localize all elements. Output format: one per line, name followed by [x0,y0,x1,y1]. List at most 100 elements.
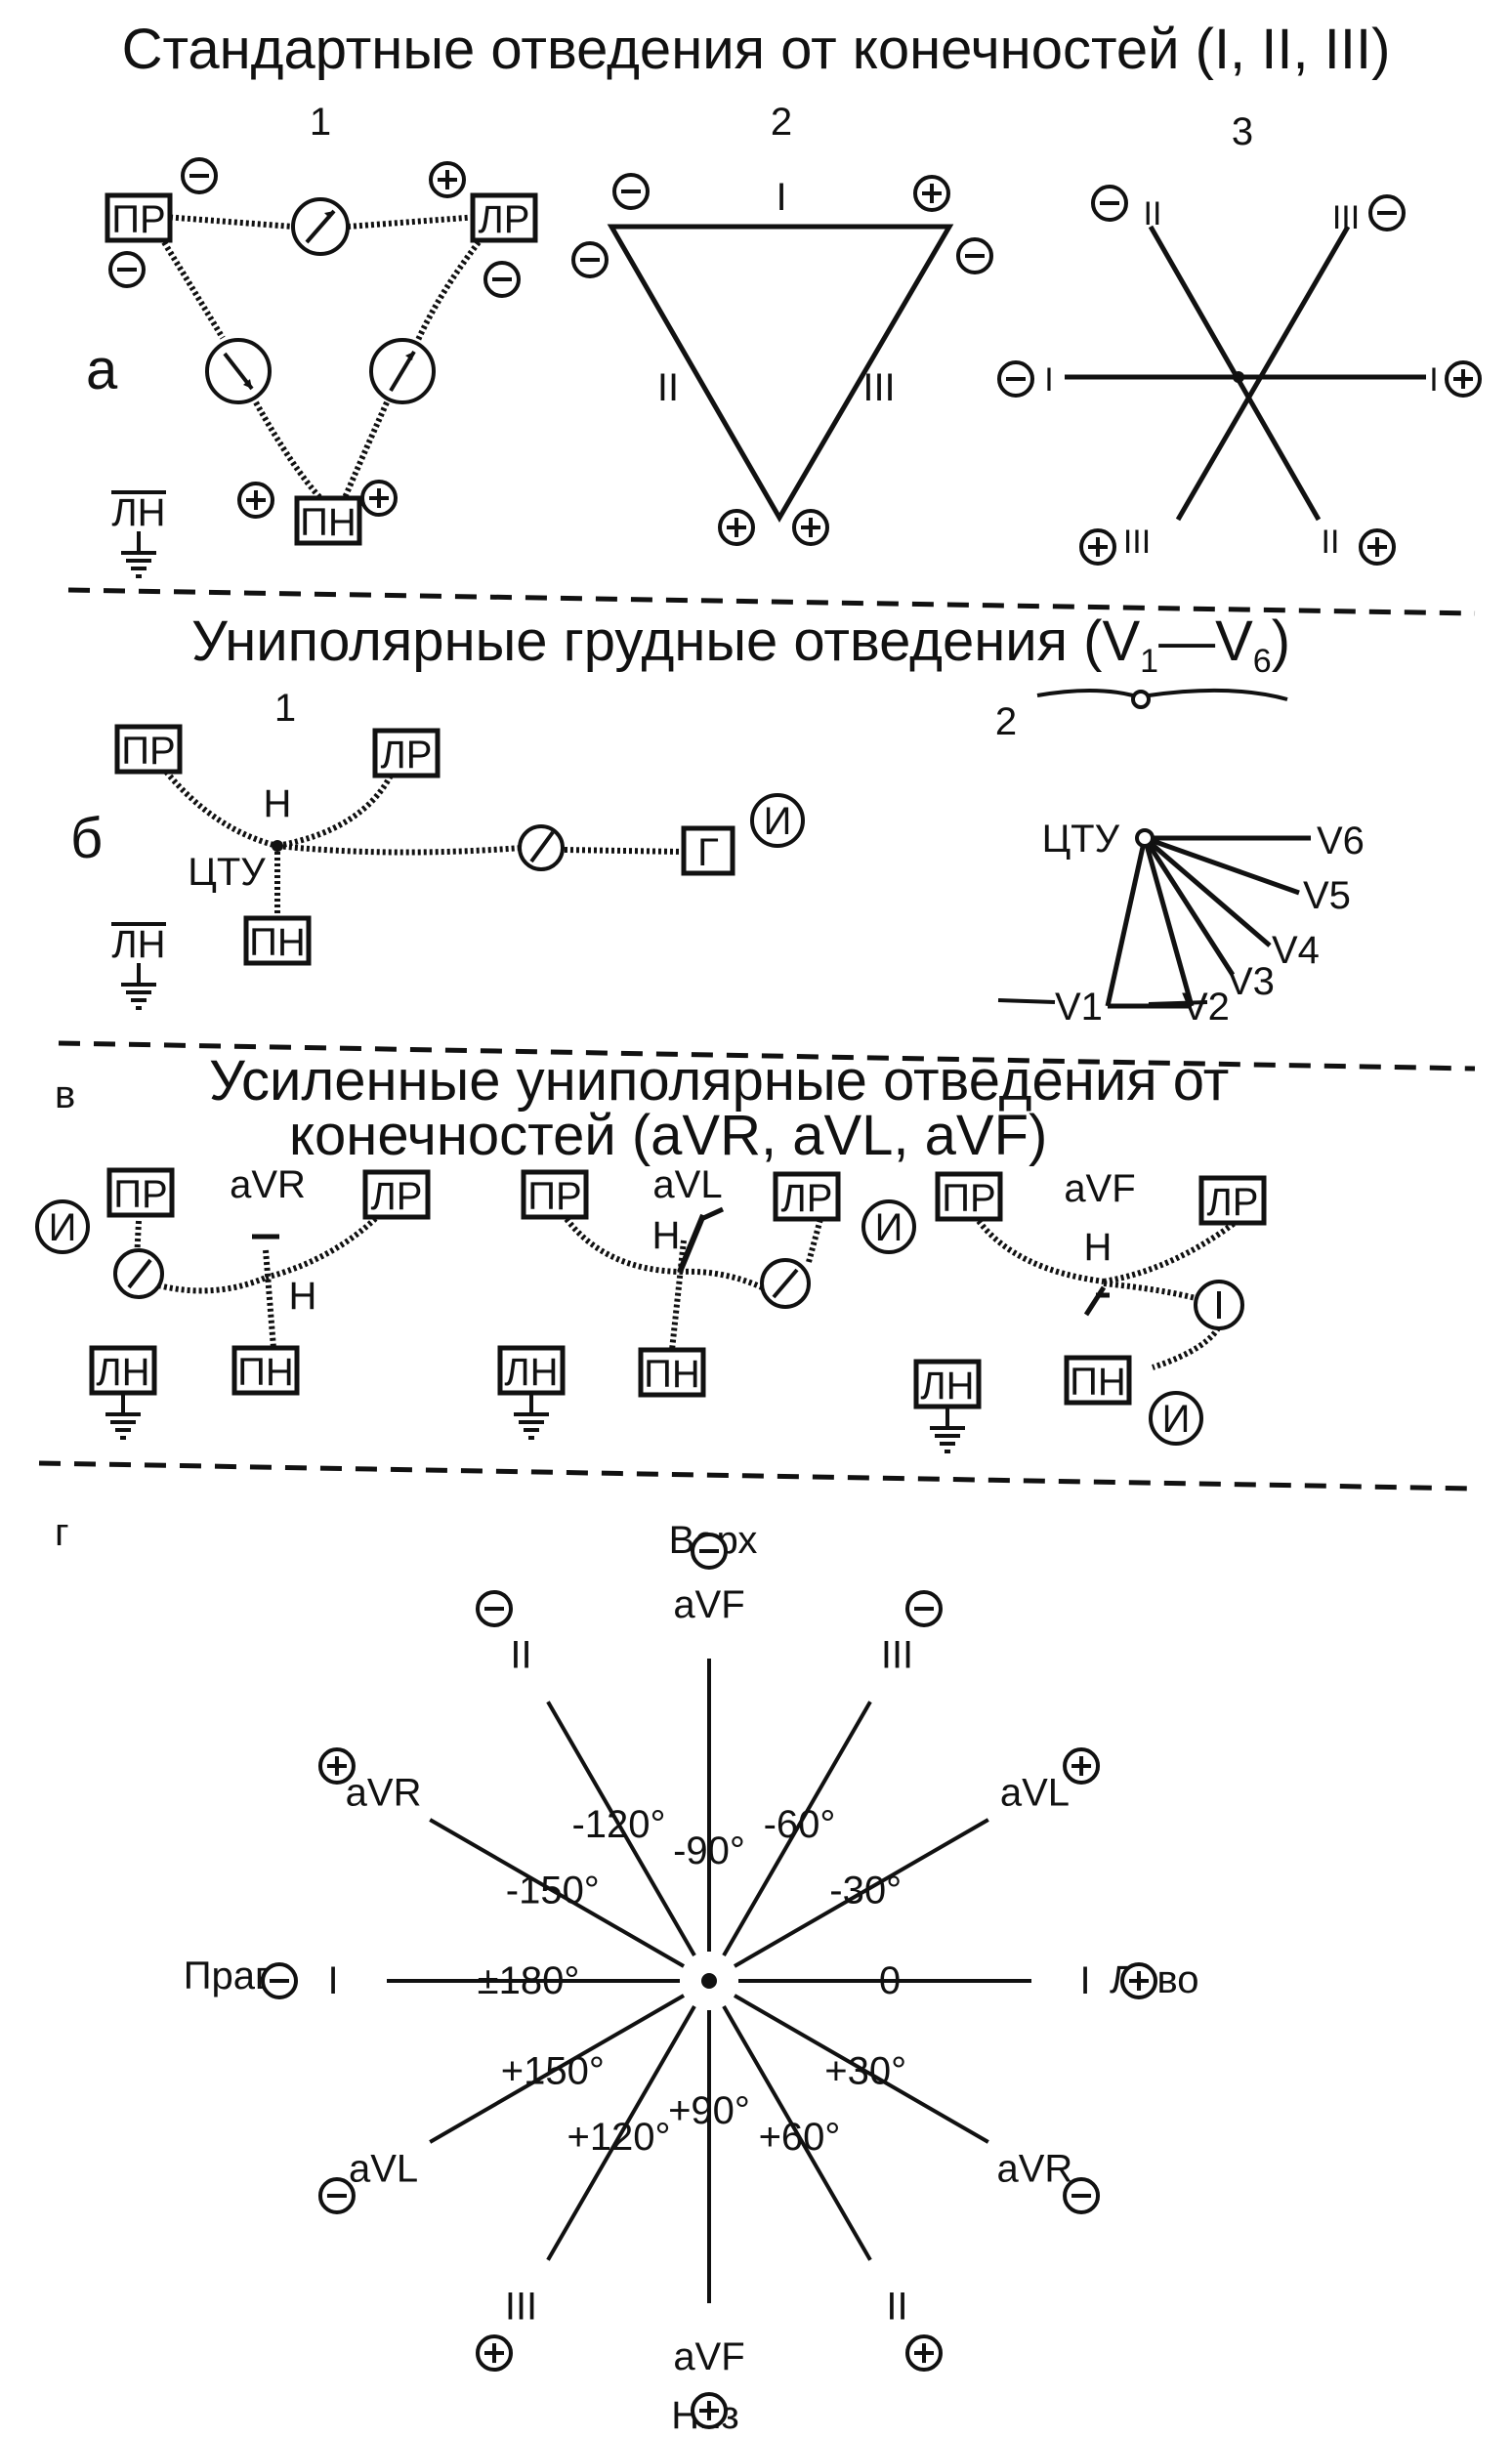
wilson-wiring: ПР ЛР ПН Г ЛН Н ЦТУ И [111,724,805,1010]
lead-label-v5: V5 [1303,874,1351,917]
svg-text:ЛР: ЛР [381,734,433,777]
axis-label-ii-neg: II [1144,195,1162,232]
sub-label-b2: 2 [995,700,1017,743]
angle-label: -60° [764,1803,836,1846]
plus-sign-icon [360,480,398,517]
svg-text:ПР: ПР [111,198,165,241]
plus-sign-icon [429,161,466,198]
divider [58,1040,1476,1072]
lead-label-avl: aVL [652,1163,722,1206]
electrode-right-arm: ПР [114,724,183,775]
electrode-left-leg: ПН [1064,1355,1132,1406]
minus-sign-icon [261,1962,298,1999]
svg-text:ЛР: ЛР [781,1177,833,1220]
electrode-left-leg: ПН [294,495,362,546]
electrode-left-arm: ЛР [1198,1175,1267,1226]
svg-text:И: И [764,800,792,843]
minus-sign-icon [612,173,650,210]
sub-label-a3: 3 [1232,110,1253,153]
axis-avr-negative [733,1994,989,2144]
einthoven-triangle: I II III [571,173,993,546]
plus-sign-icon [1079,528,1116,566]
electrode-left-leg: ПН [243,915,312,966]
axis-label-iii: III [505,2285,537,2328]
svg-text:ЛН: ЛН [111,491,165,534]
svg-text:ПН: ПН [644,1353,700,1396]
wiring-avf: ПР ЛР ПН ЛН aVF Н И [913,1167,1267,1453]
sub-label-a2: 2 [771,101,792,144]
sub-label-b1: 1 [274,687,296,730]
minus-sign-icon [1368,194,1406,231]
plus-sign-icon [1120,1962,1157,1999]
lead-label-v1: V1 [1055,986,1103,1029]
minus-sign-icon [571,241,609,278]
indicator-badge: И [1149,1391,1203,1446]
svg-text:ЛР: ЛР [479,198,530,241]
axis-label-i: I [1079,1959,1090,2002]
axis-label-avl: aVL [1000,1772,1070,1815]
axis-label-iii-pos: III [1123,524,1151,561]
section-d: г Верх Низ Право Лево IIIIIIIIIIIIaVFaVF… [55,1511,1199,2437]
wiring-avr: ПР ЛР ПН ЛН aVR Н И [35,1163,431,1440]
electrode-right-arm: ПР [105,192,173,243]
plus-sign-icon [792,509,829,546]
svg-text:ЛР: ЛР [371,1175,423,1218]
plus-sign-icon [1359,528,1396,566]
electrode-ground: ЛН [913,1359,982,1453]
minus-sign-icon [483,261,521,298]
wiring-avl: ПР ЛР ПН ЛН aVL Н И [497,1163,916,1440]
section-a: Стандартные отведения от конечностей (I,… [86,18,1482,578]
svg-text:ЛН: ЛН [920,1365,974,1408]
lead-label-v2: V2 [1182,986,1230,1029]
galvanometer-iii [369,338,436,404]
electrode-ground: ЛН [111,490,166,578]
minus-sign-icon [317,2177,356,2214]
section-c: в Усиленные униполярные отведения от кон… [35,1049,1267,1453]
electrode-left-leg: ПН [231,1345,300,1396]
axis-avl-negative [429,1994,686,2144]
svg-text:ЛН: ЛН [111,923,165,966]
central-terminal-label: ЦТУ [1042,818,1120,861]
angle-label: -150° [506,1870,600,1913]
electrode-right-arm: ПР [935,1171,1003,1222]
section-c-title-line1: Усиленные униполярные отведения от [209,1049,1229,1113]
electrode-ground: ЛН [497,1345,566,1440]
axis-ii-negative [546,1701,696,1957]
svg-text:ЛН: ЛН [504,1351,558,1394]
lead-label-ii: II [657,366,679,409]
node-label: Н [652,1214,681,1257]
electrode-left-arm: ЛР [362,1169,431,1220]
electrode-ground: ЛН [111,922,166,1010]
galvanometer [1194,1280,1244,1330]
axis-label-ii-pos: II [1322,524,1340,561]
minus-sign-icon [108,251,146,288]
plus-sign-icon [691,2392,728,2429]
svg-text:ПН: ПН [300,501,357,544]
svg-text:И: И [49,1206,77,1249]
lead-label-i: I [776,176,786,219]
galvanometer [518,824,565,871]
divider [67,587,1476,616]
indicator-badge: И [750,793,805,848]
angle-label: +120° [567,2116,670,2159]
section-c-title-line2: конечностей (aVR, aVL, aVF) [289,1104,1047,1167]
svg-text:И: И [1162,1398,1191,1441]
minus-sign-icon [997,360,1034,398]
axis-label-ii: II [886,2285,907,2328]
svg-text:ПН: ПН [1070,1361,1126,1404]
indicator-badge: И [861,1199,916,1254]
angle-label: 0 [879,1959,901,2002]
section-letter-a: а [86,338,118,401]
angle-label: +150° [501,2050,605,2093]
axis-label-i-neg: I [1044,361,1053,399]
minus-sign-icon [476,1589,513,1627]
axis-label-ii: II [510,1634,531,1677]
axis-label-avr: aVR [997,2148,1073,2191]
section-letter-c: в [55,1073,75,1116]
axis-label-avr: aVR [346,1772,422,1815]
node-label: Н [264,782,292,825]
lead-label-v4: V4 [1272,929,1320,972]
axis-label-avf: aVF [673,1583,744,1626]
indicator-badge: И [35,1199,90,1254]
